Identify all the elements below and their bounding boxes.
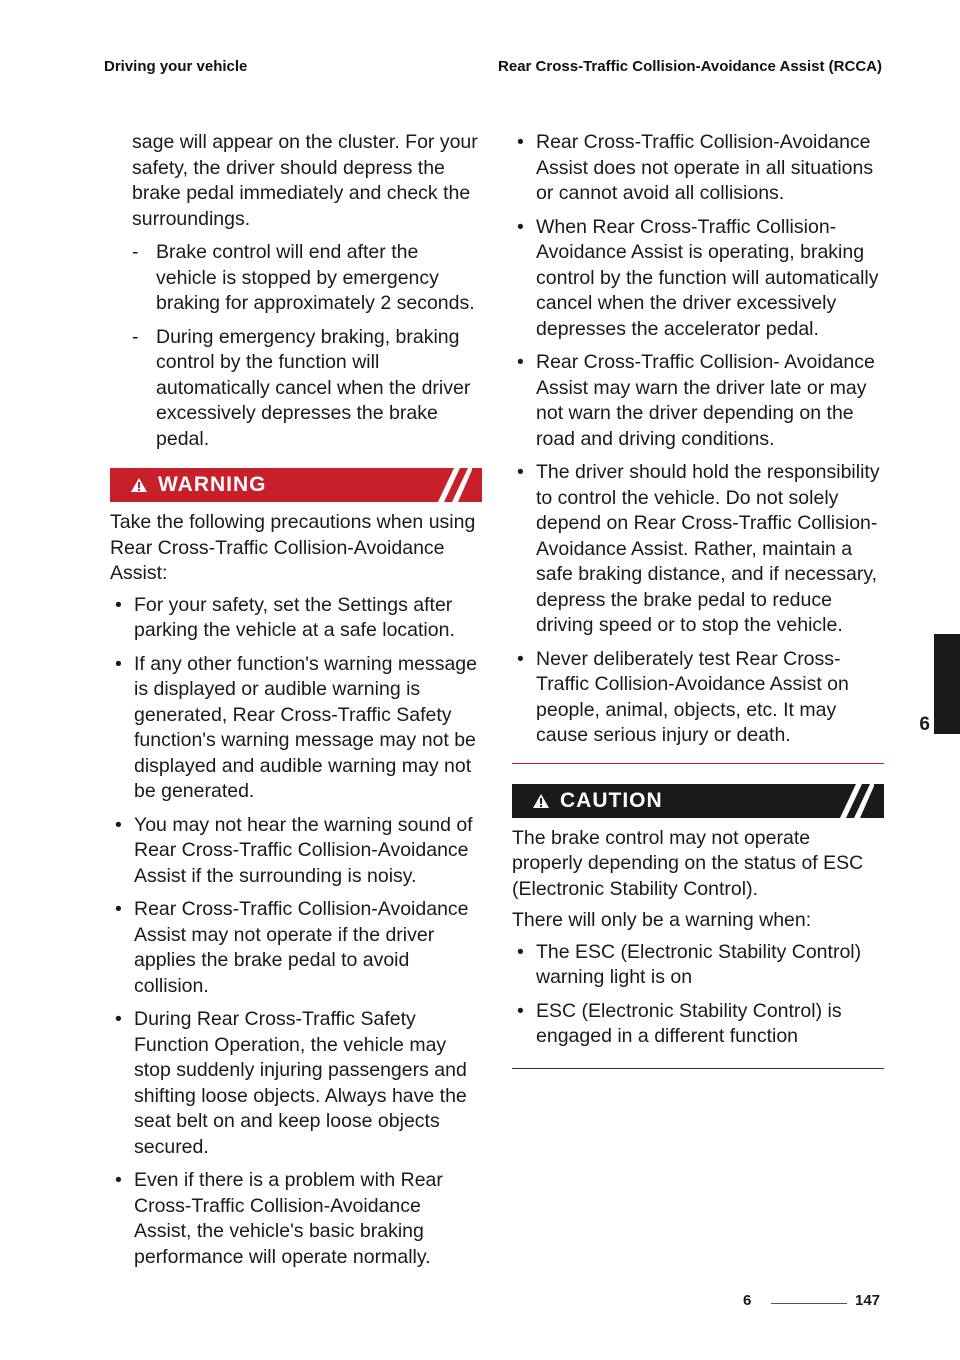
footer-chapter: 6 [743, 1292, 752, 1309]
banner-stripes [840, 783, 874, 818]
sub-list-item: During emergency braking, braking contro… [132, 325, 482, 453]
warning-list-item: When Rear Cross-Traffic Collision-Avoida… [517, 215, 884, 343]
warning-triangle-icon [130, 477, 148, 493]
caution-triangle-icon [532, 793, 550, 809]
sub-list: Brake control will end after the vehicle… [110, 240, 482, 452]
caution-title: CAUTION [560, 788, 663, 812]
sub-list-item: Brake control will end after the vehicle… [132, 240, 482, 317]
warning-list: For your safety, set the Settings after … [110, 593, 482, 1271]
warning-banner: WARNING [110, 468, 482, 502]
caution-end-rule [512, 1067, 884, 1069]
warning-list-item: Even if there is a problem with Rear Cro… [115, 1168, 482, 1270]
warning-list-item: For your safety, set the Settings after … [115, 593, 482, 644]
footer-divider [771, 1303, 847, 1304]
caution-list: The ESC (Electronic Stability Control) w… [512, 940, 884, 1050]
running-header-title: Rear Cross-Traffic Collision-Avoidance A… [498, 58, 882, 75]
warning-list-item: Rear Cross-Traffic Collision- Avoidance … [517, 350, 884, 452]
intro-paragraph: sage will appear on the cluster. For you… [132, 131, 478, 230]
warning-list-item: Never deliberately test Rear Cross-Traff… [517, 647, 884, 749]
warning-list-item: Rear Cross-Traffic Collision-Avoidance A… [517, 130, 884, 207]
warning-end-rule [512, 762, 884, 764]
warning-title: WARNING [158, 473, 267, 497]
caution-lead: There will only be a warning when: [512, 909, 812, 931]
caution-text: The brake control may not operate proper… [512, 826, 864, 900]
warning-list-item: Rear Cross-Traffic Collision-Avoidance A… [115, 897, 482, 999]
banner-stripes [438, 468, 472, 502]
caution-list-item: The ESC (Electronic Stability Control) w… [517, 940, 884, 991]
chapter-side-tab [934, 634, 960, 734]
running-header-section: Driving your vehicle [104, 58, 248, 75]
warning-list-continued: Rear Cross-Traffic Collision-Avoidance A… [512, 130, 884, 749]
warning-intro: Take the following precautions when usin… [110, 511, 476, 584]
warning-list-item: You may not hear the warning sound of Re… [115, 813, 482, 890]
warning-list-item: During Rear Cross-Traffic Safety Functio… [115, 1007, 482, 1160]
left-column: sage will appear on the cluster. For you… [110, 130, 482, 1278]
caution-banner: CAUTION [512, 783, 884, 818]
warning-list-item: If any other function's warning message … [115, 652, 482, 805]
caution-list-item: ESC (Electronic Stability Control) is en… [517, 999, 884, 1050]
right-column: Rear Cross-Traffic Collision-Avoidance A… [512, 130, 884, 1069]
page-number: 147 [855, 1292, 881, 1309]
chapter-tab-label: 6 [919, 714, 930, 735]
warning-list-item: The driver should hold the responsibilit… [517, 460, 884, 639]
